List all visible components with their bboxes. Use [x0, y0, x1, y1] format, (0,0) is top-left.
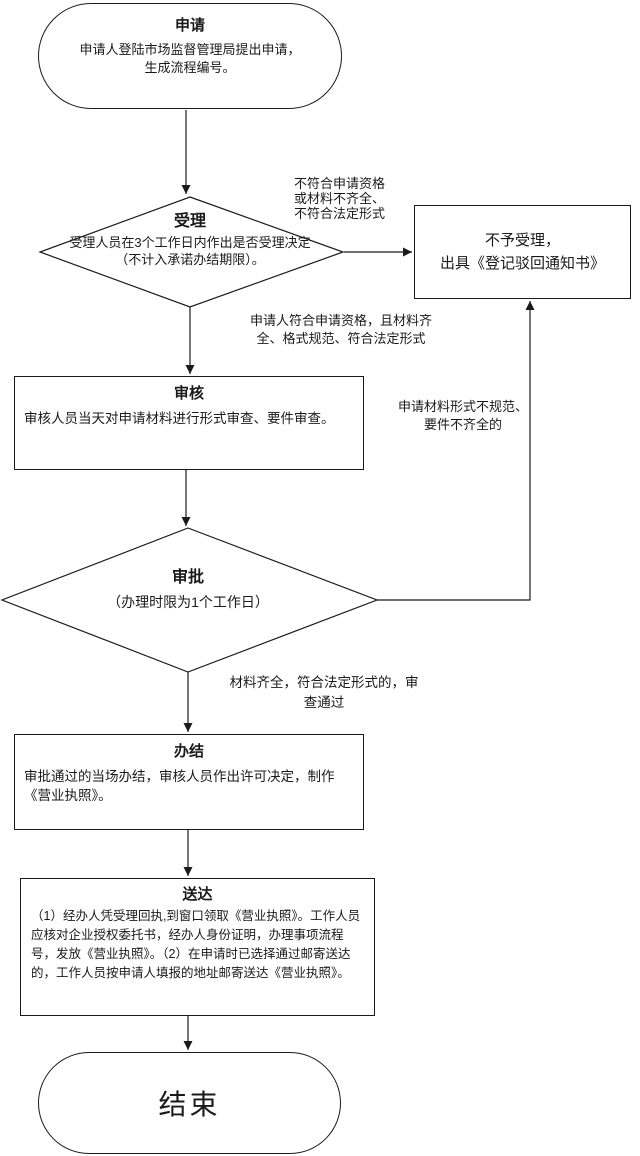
label-material-ok: 材料齐全，符合法定形式的，审 查通过: [229, 675, 419, 710]
node-approve: 审批 （办理时限为1个工作日）: [63, 568, 313, 611]
node-review: 审核 审核人员当天对申请材料进行形式审查、要件审查。: [14, 376, 364, 470]
node-reject: 不予受理， 出具《登记驳回通知书》: [414, 205, 631, 299]
node-apply-body: 申请人登陆市场监督管理局提出申请，生成流程编号。: [79, 42, 301, 75]
node-approve-title: 审批: [171, 569, 204, 586]
node-accept-title: 受理: [173, 213, 206, 230]
node-approve-diamond: [0, 527, 379, 673]
label-qualified: 申请人符合申请资格，且材料齐 全、格式规范、符合法定形式: [249, 313, 432, 346]
node-apply: 申请 申请人登陆市场监督管理局提出申请，生成流程编号。: [38, 3, 342, 109]
node-review-body: 审核人员当天对申请材料进行形式审查、要件审查。: [24, 411, 335, 426]
node-accept: 受理 受理人员在3个工作日内作出是否受理决定（不计入承诺办结期限）。: [55, 212, 325, 268]
node-apply-title: 申请: [174, 17, 205, 34]
node-complete-title: 办结: [173, 743, 204, 760]
node-complete-body: 审批通过的当场办结，审核人员作出许可决定，制作《营业执照》。: [24, 769, 335, 803]
node-end: 结束: [38, 1052, 341, 1154]
node-deliver-title: 送达: [182, 886, 213, 903]
node-approve-body: （办理时限为1个工作日）: [107, 594, 269, 610]
label-not-qualified: 不符合申请资格 或材料不齐全、 不符合法定形式: [294, 176, 386, 221]
node-deliver: 送达 （1）经办人凭受理回执,到窗口领取《营业执照》。工作人员应核对企业授权委托…: [20, 878, 375, 1016]
node-accept-diamond: [38, 196, 345, 308]
node-deliver-body: （1）经办人凭受理回执,到窗口领取《营业执照》。工作人员应核对企业授权委托书，经…: [31, 909, 361, 980]
node-end-title: 结束: [158, 1089, 221, 1120]
edge-approve-reject: [377, 301, 535, 601]
node-complete: 办结 审批通过的当场办结，审核人员作出许可决定，制作《营业执照》。: [14, 734, 364, 830]
label-material-invalid: 申请材料形式不规范、 要件不齐全的: [397, 399, 528, 432]
node-accept-body: 受理人员在3个工作日内作出是否受理决定（不计入承诺办结期限）。: [69, 235, 311, 267]
node-review-title: 审核: [173, 385, 204, 402]
